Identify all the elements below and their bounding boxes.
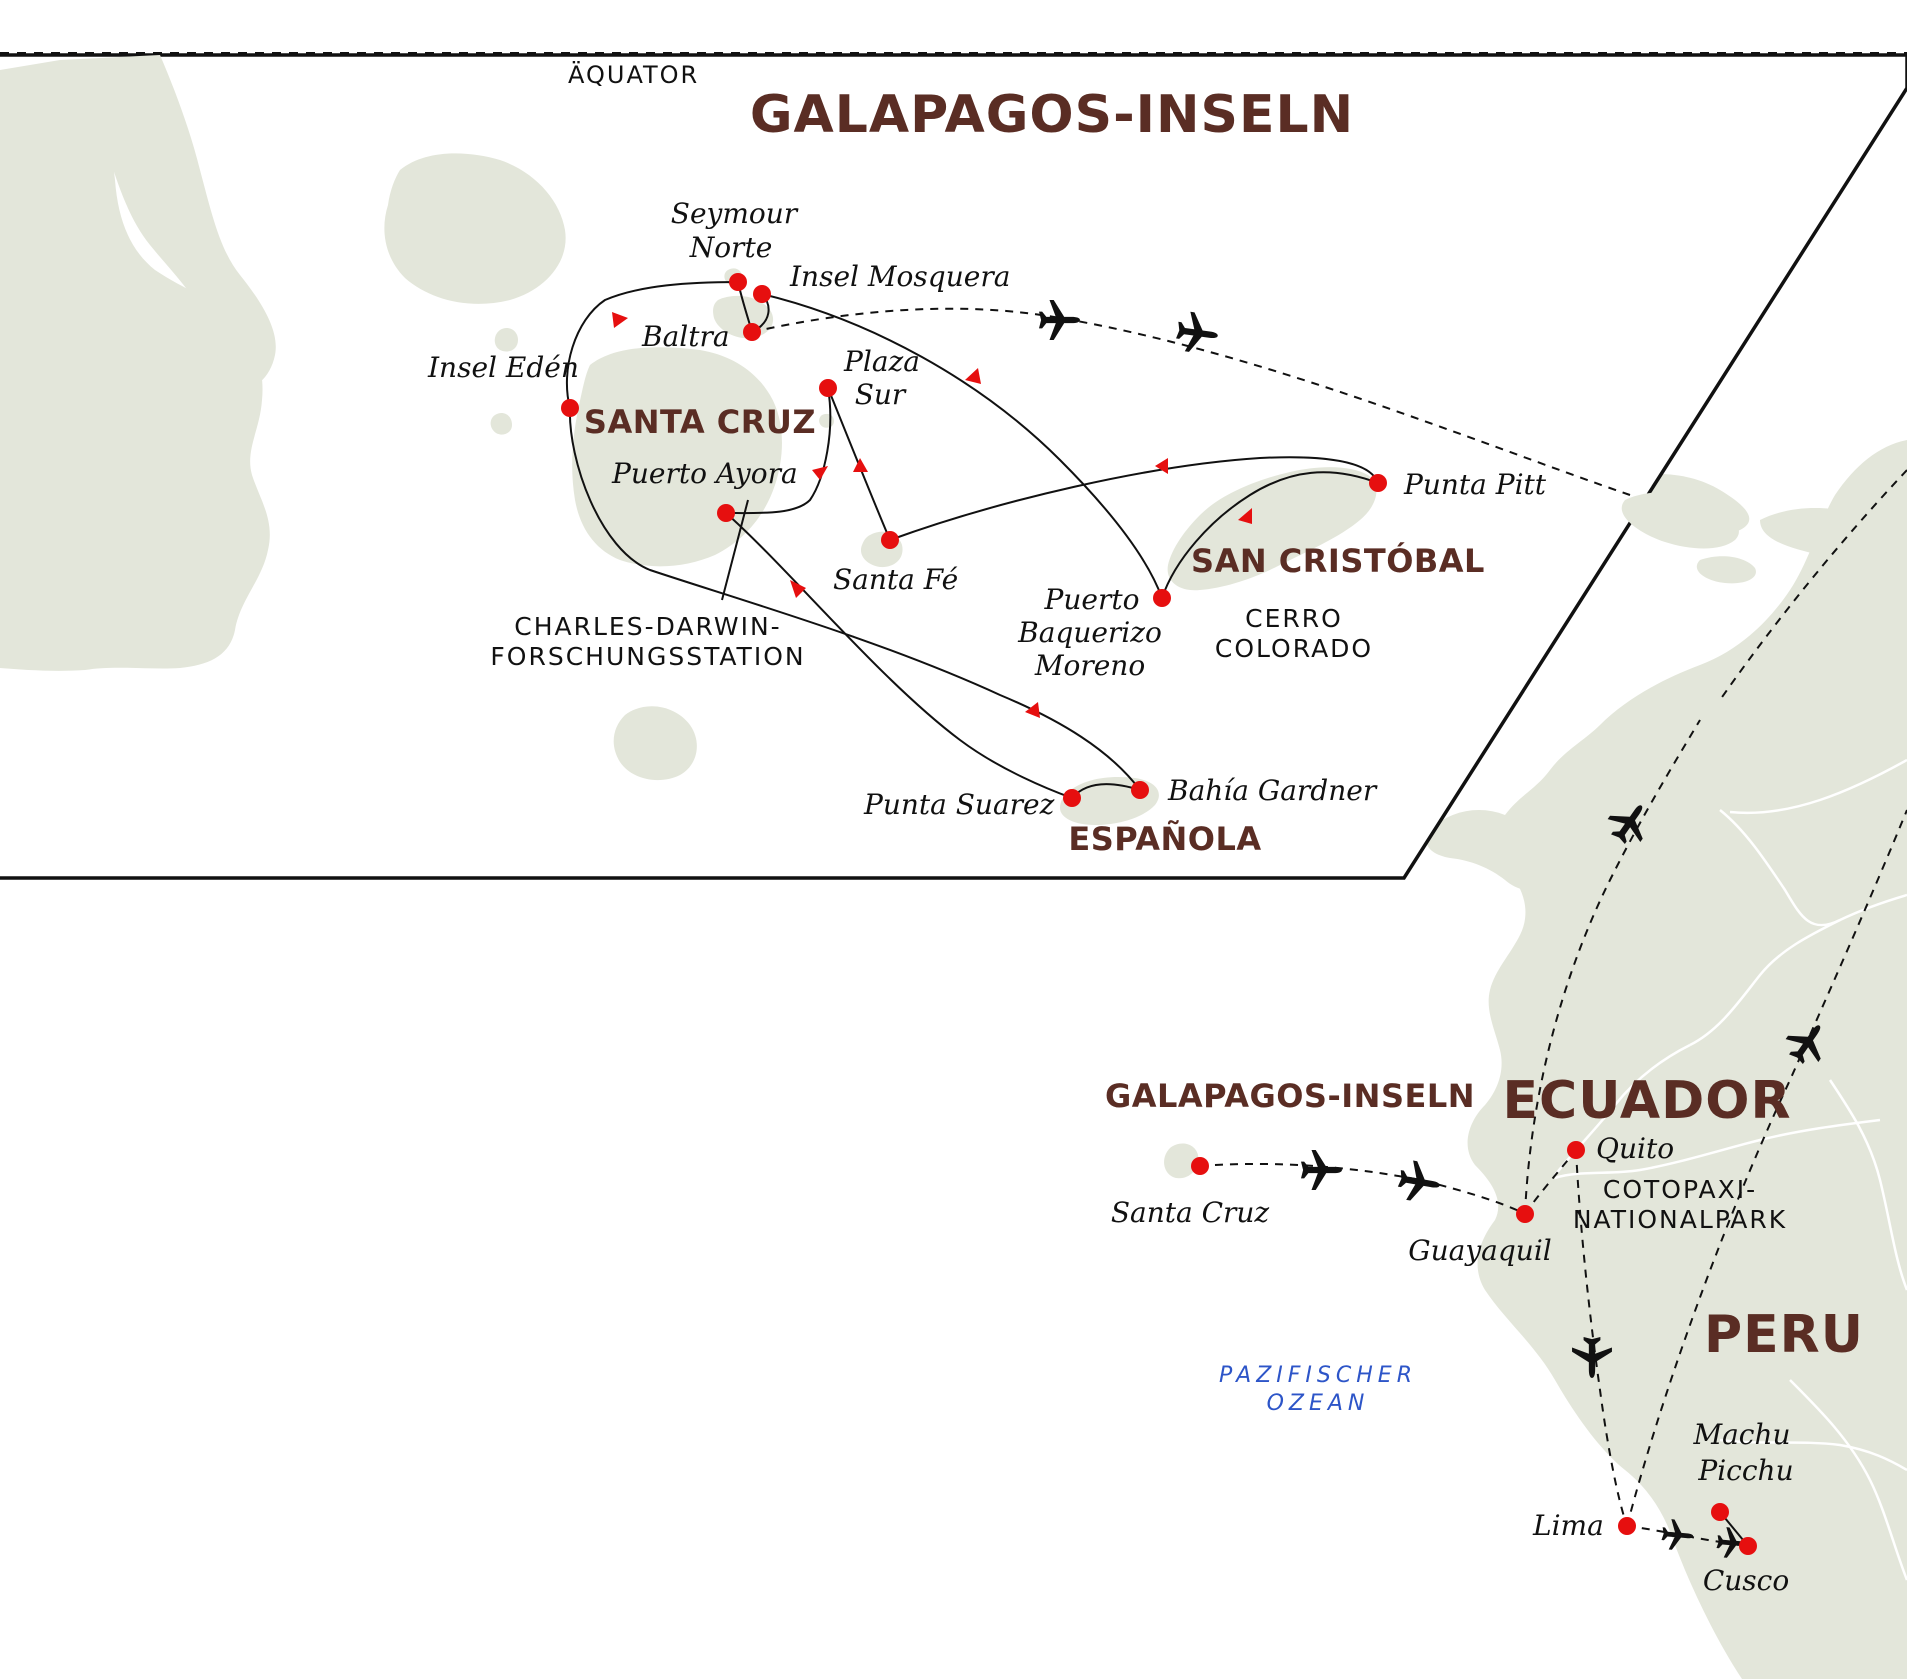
label-punta-pitt: Punta Pitt <box>1403 468 1547 501</box>
stop-punta-pitt[interactable] <box>1369 474 1387 492</box>
label-insel-mosquera: Insel Mosquera <box>789 260 1010 293</box>
main-stops <box>1191 1141 1757 1555</box>
country-label-ecuador: ECUADOR <box>1503 1071 1792 1131</box>
label-bahia-gardner: Bahía Gardner <box>1167 774 1378 807</box>
stop-guayaquil[interactable] <box>1516 1205 1534 1223</box>
label-cotopaxi-line2: NATIONALPARK <box>1573 1205 1787 1234</box>
label-galapagos-main: GALAPAGOS-INSELN <box>1105 1077 1475 1115</box>
stop-insel-eden[interactable] <box>561 399 579 417</box>
label-santa-cruz: Santa Cruz <box>1111 1196 1270 1229</box>
island-label-santa-cruz: SANTA CRUZ <box>584 403 816 441</box>
stop-bahia-gardner[interactable] <box>1131 781 1149 799</box>
plane-icon <box>1395 1158 1444 1206</box>
label-darwin-line1: CHARLES-DARWIN- <box>514 612 781 641</box>
label-puerto-ayora: Puerto Ayora <box>611 457 798 490</box>
label-cotopaxi-line1: COTOPAXI- <box>1603 1175 1757 1204</box>
label-plaza-line1: Plaza <box>843 345 920 378</box>
main-routes <box>1199 469 1907 1547</box>
inset-direction-arrows <box>612 312 1252 718</box>
label-baquerizo-line2: Baquerizo <box>1017 616 1162 649</box>
label-baltra: Baltra <box>641 320 730 353</box>
label-ocean-line1: PAZIFISCHER <box>1219 1363 1417 1388</box>
label-lima: Lima <box>1532 1509 1604 1542</box>
equator-label: ÄQUATOR <box>568 60 699 89</box>
stop-lima[interactable] <box>1618 1517 1636 1535</box>
label-santa-fe: Santa Fé <box>833 563 958 596</box>
country-label-peru: PERU <box>1704 1305 1864 1365</box>
galapagos-small-landmass <box>1164 1143 1199 1179</box>
label-ocean-line2: OZEAN <box>1267 1391 1370 1416</box>
label-cerro-line2: COLORADO <box>1215 634 1373 663</box>
label-darwin-line2: FORSCHUNGSSTATION <box>490 642 805 671</box>
stop-puerto-baquerizo-moreno[interactable] <box>1153 589 1171 607</box>
label-quito: Quito <box>1596 1132 1674 1165</box>
stop-baltra[interactable] <box>743 323 761 341</box>
inset-flight-route <box>751 307 1631 496</box>
stop-cusco[interactable] <box>1739 1537 1757 1555</box>
label-insel-eden: Insel Edén <box>427 351 579 384</box>
stop-insel-mosquera[interactable] <box>753 285 771 303</box>
inset-title: GALAPAGOS-INSELN <box>750 85 1354 145</box>
label-plaza-line2: Sur <box>855 378 907 411</box>
label-cusco: Cusco <box>1703 1564 1789 1597</box>
island-label-espanola: ESPAÑOLA <box>1068 820 1261 858</box>
inset-landmasses <box>0 55 1739 825</box>
label-baquerizo-line3: Moreno <box>1034 649 1145 682</box>
stop-plaza-sur[interactable] <box>819 379 837 397</box>
stop-puerto-ayora[interactable] <box>717 504 735 522</box>
stop-santa-cruz[interactable] <box>1191 1157 1209 1175</box>
label-seymour-line2: Norte <box>689 231 773 264</box>
label-baquerizo-line1: Puerto <box>1044 583 1140 616</box>
stop-quito[interactable] <box>1567 1141 1585 1159</box>
island-label-san-cristobal: SAN CRISTÓBAL <box>1191 541 1485 580</box>
label-seymour-line1: Seymour <box>671 197 799 230</box>
inset-stops <box>561 273 1387 807</box>
label-cerro-line1: CERRO <box>1245 604 1343 633</box>
stop-seymour-norte[interactable] <box>729 273 747 291</box>
stop-santa-fe[interactable] <box>881 531 899 549</box>
label-machu-line1: Machu <box>1692 1418 1790 1451</box>
stop-machu-picchu[interactable] <box>1711 1503 1729 1521</box>
label-guayaquil: Guayaquil <box>1408 1234 1551 1267</box>
plane-icon <box>1301 1150 1342 1190</box>
label-punta-suarez: Punta Suarez <box>863 788 1055 821</box>
stop-punta-suarez[interactable] <box>1063 789 1081 807</box>
label-machu-line2: Picchu <box>1697 1454 1793 1487</box>
